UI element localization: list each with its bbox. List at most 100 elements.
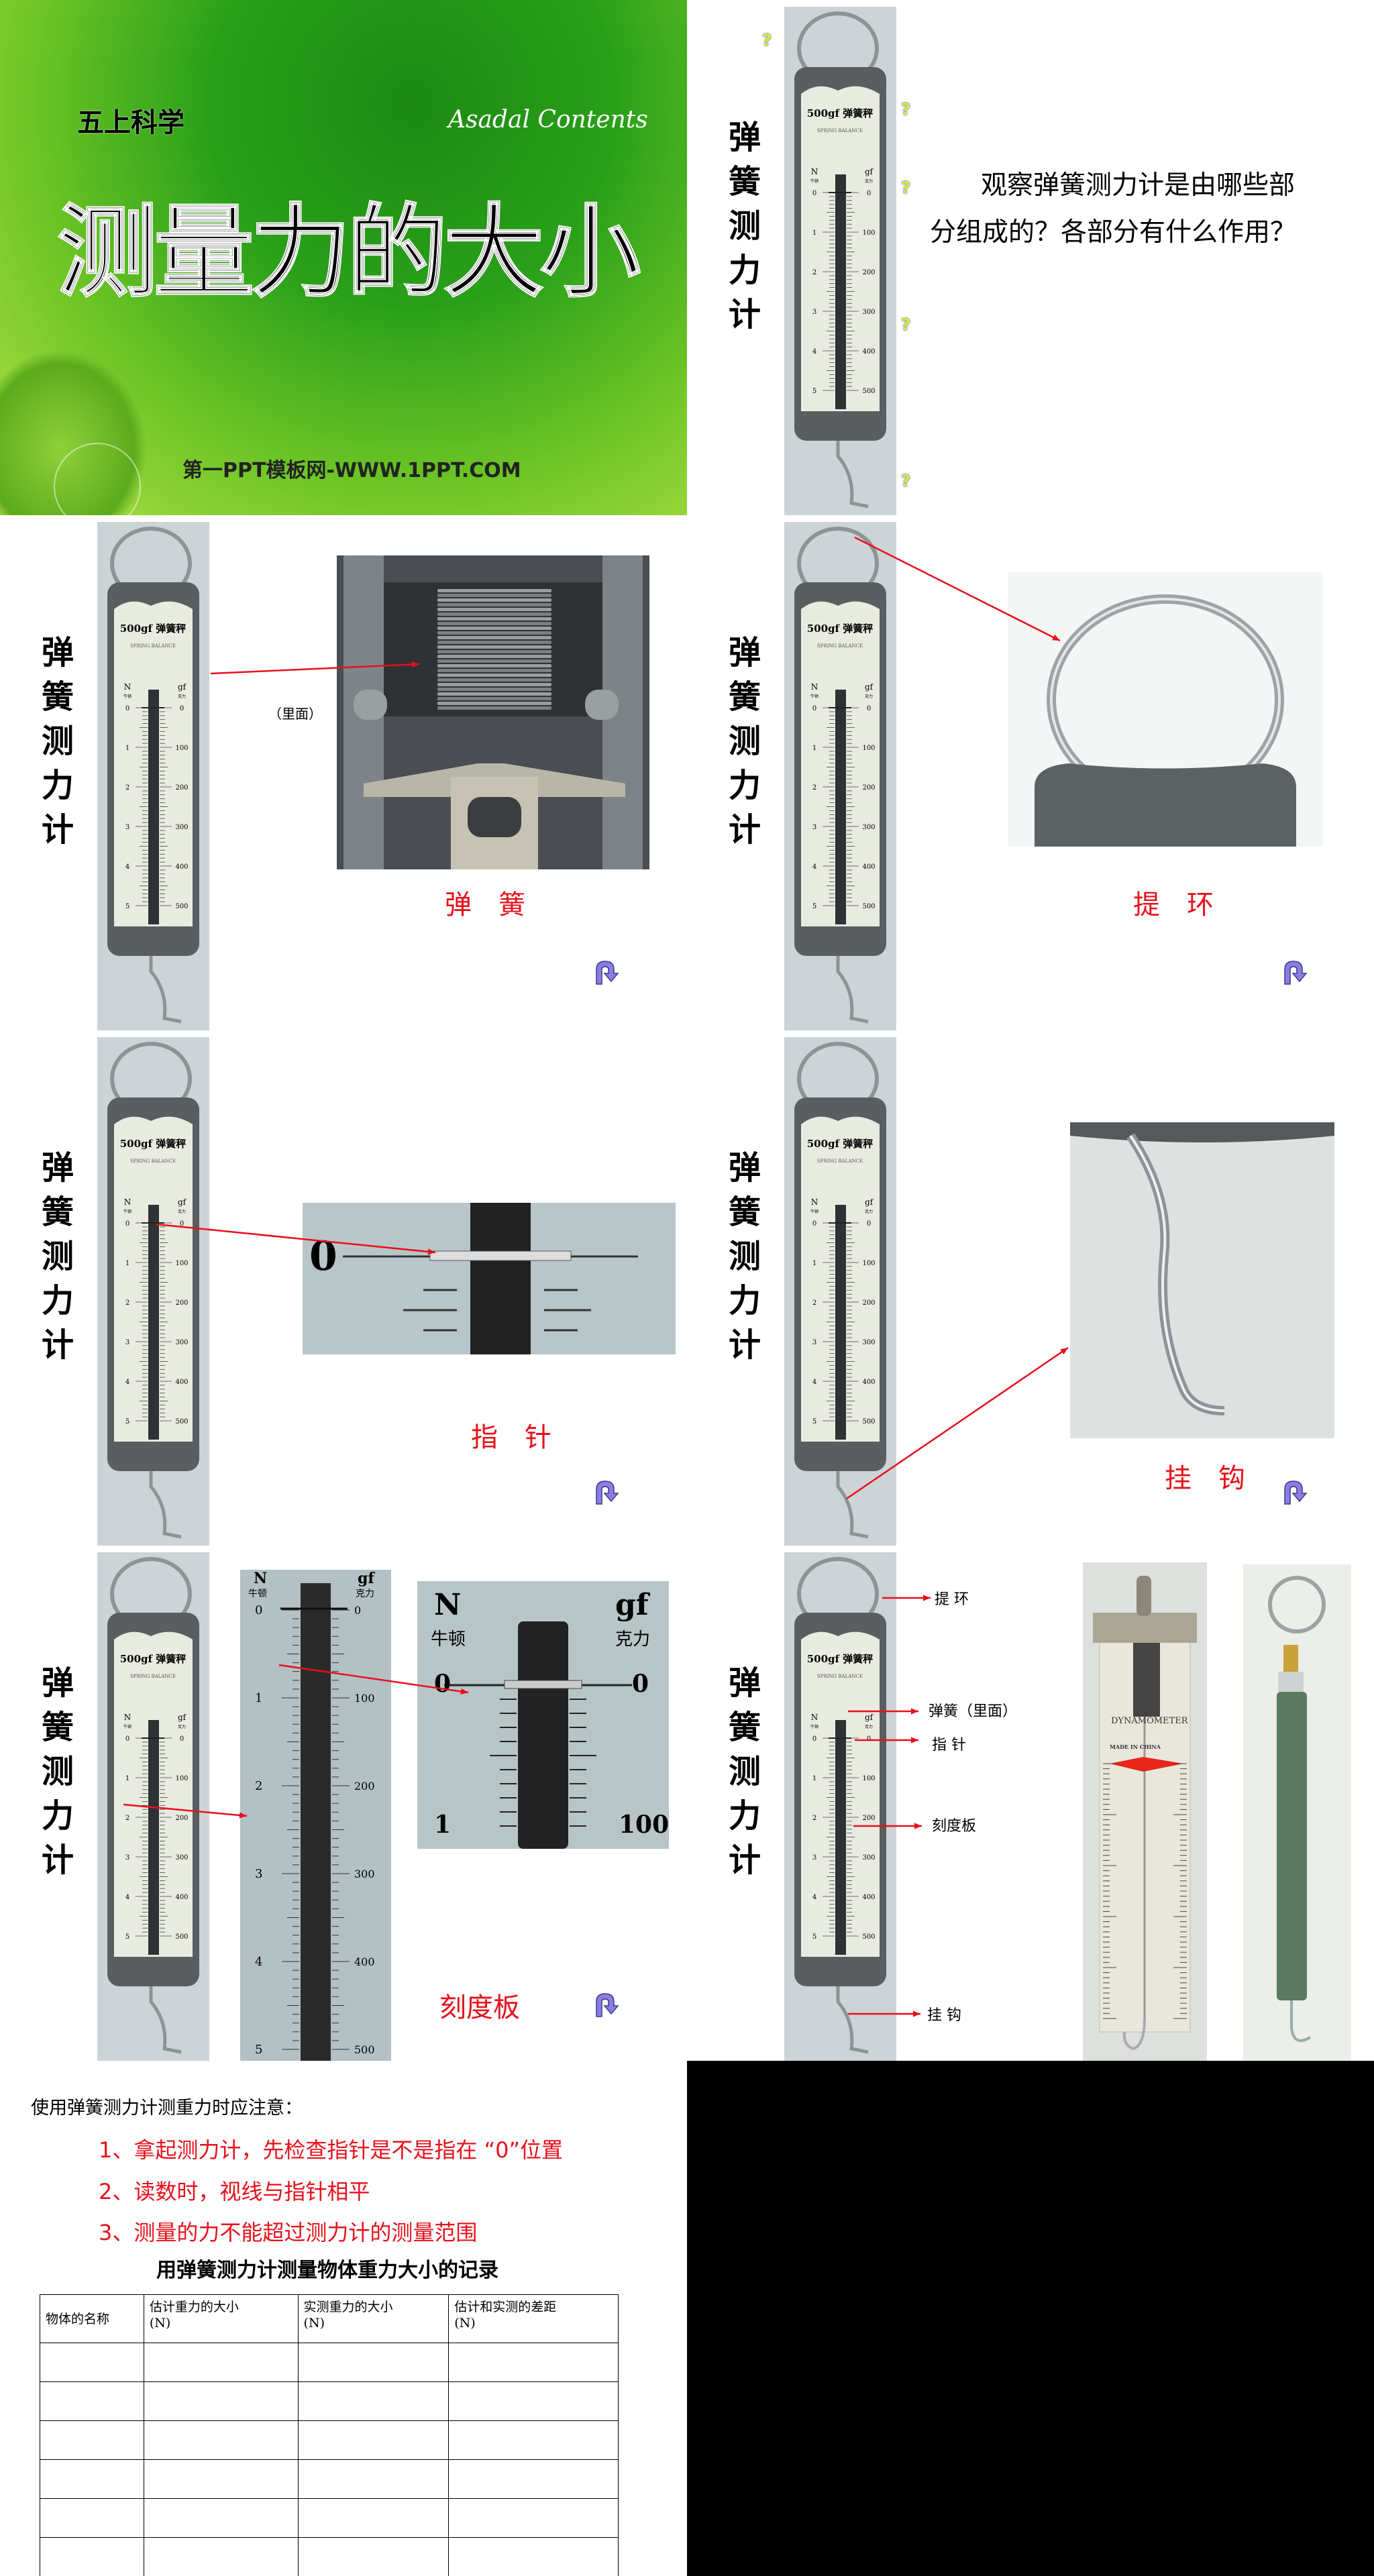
side-label: 弹簧测力计 bbox=[728, 1149, 761, 1364]
table-cell[interactable] bbox=[143, 2537, 299, 2576]
table-cell[interactable] bbox=[448, 2537, 619, 2576]
svg-text:0: 0 bbox=[867, 1220, 871, 1228]
table-cell[interactable] bbox=[448, 2498, 619, 2538]
table-cell[interactable] bbox=[143, 2343, 299, 2382]
svg-text:1: 1 bbox=[812, 745, 816, 752]
table-row bbox=[40, 2343, 619, 2382]
table-cell[interactable] bbox=[448, 2343, 619, 2382]
hook-part bbox=[836, 1471, 869, 1539]
table-header-cell: 估计重力的大小(N) bbox=[143, 2294, 299, 2343]
side-label: 弹簧测力计 bbox=[728, 1664, 761, 1879]
svg-text:gf: gf bbox=[358, 1570, 375, 1587]
ring-closeup-photo bbox=[1008, 572, 1323, 847]
svg-text:5: 5 bbox=[125, 1933, 129, 1941]
svg-text:2: 2 bbox=[812, 269, 816, 276]
part-label-hook: 挂 钩 bbox=[927, 2007, 961, 2024]
svg-text:1: 1 bbox=[812, 229, 816, 237]
svg-text:300: 300 bbox=[862, 1854, 875, 1862]
svg-text:4: 4 bbox=[255, 1955, 262, 1969]
note-item-1: 1、拿起测力计，先检查指针是不是指在 “0”位置 bbox=[99, 2137, 564, 2163]
svg-text:0: 0 bbox=[180, 1220, 184, 1228]
svg-text:3: 3 bbox=[255, 1867, 262, 1881]
hook-part bbox=[149, 1471, 182, 1539]
table-cell[interactable] bbox=[40, 2381, 144, 2421]
svg-text:0: 0 bbox=[867, 1735, 871, 1743]
table-cell[interactable] bbox=[297, 2459, 450, 2499]
svg-text:2: 2 bbox=[812, 1815, 816, 1822]
svg-text:克力: 克力 bbox=[356, 1589, 374, 1599]
svg-text:N: N bbox=[124, 1713, 131, 1722]
svg-text:100: 100 bbox=[175, 1260, 188, 1267]
svg-text:400: 400 bbox=[354, 1955, 375, 1968]
question-mark-icon[interactable]: ? bbox=[901, 472, 910, 490]
svg-text:gf: gf bbox=[178, 1713, 187, 1722]
redo-icon[interactable] bbox=[1278, 957, 1309, 988]
question-mark-icon[interactable]: ? bbox=[901, 100, 910, 119]
svg-text:100: 100 bbox=[619, 1811, 669, 1839]
inside-note: （里面） bbox=[268, 706, 322, 722]
table-cell[interactable] bbox=[297, 2381, 450, 2421]
redo-icon[interactable] bbox=[590, 1477, 621, 1508]
svg-text:100: 100 bbox=[862, 1260, 875, 1267]
svg-text:100: 100 bbox=[175, 745, 188, 752]
redo-icon[interactable] bbox=[1278, 1477, 1309, 1508]
table-cell[interactable] bbox=[40, 2498, 144, 2538]
bubble-decoration bbox=[54, 443, 141, 515]
svg-text:0: 0 bbox=[812, 1220, 816, 1228]
table-cell[interactable] bbox=[297, 2498, 450, 2538]
svg-text:4: 4 bbox=[125, 863, 129, 871]
svg-text:N: N bbox=[254, 1570, 267, 1587]
svg-text:0: 0 bbox=[354, 1604, 361, 1617]
table-header-row: 物体的名称估计重力的大小(N)实测重力的大小(N)估计和实测的差距(N) bbox=[40, 2294, 619, 2343]
table-cell[interactable] bbox=[40, 2343, 144, 2382]
table-cell[interactable] bbox=[40, 2459, 144, 2499]
record-table: 物体的名称估计重力的大小(N)实测重力的大小(N)估计和实测的差距(N) bbox=[40, 2294, 619, 2576]
table-cell[interactable] bbox=[143, 2381, 299, 2421]
photo-zero-label: 0 bbox=[309, 1233, 337, 1280]
svg-text:500gf 弹簧秤: 500gf 弹簧秤 bbox=[120, 1138, 186, 1150]
svg-text:500gf 弹簧秤: 500gf 弹簧秤 bbox=[120, 1653, 186, 1665]
table-cell[interactable] bbox=[143, 2420, 299, 2460]
svg-text:1: 1 bbox=[434, 1811, 451, 1839]
table-cell[interactable] bbox=[297, 2537, 450, 2576]
table-cell[interactable] bbox=[143, 2459, 299, 2499]
table-header-cell: 物体的名称 bbox=[40, 2294, 144, 2343]
table-cell[interactable] bbox=[448, 2381, 619, 2421]
table-cell[interactable] bbox=[297, 2343, 450, 2382]
redo-icon[interactable] bbox=[590, 957, 621, 988]
table-row bbox=[40, 2381, 619, 2421]
svg-text:gf: gf bbox=[865, 1197, 874, 1207]
question-mark-icon[interactable]: ? bbox=[762, 31, 772, 50]
svg-text:牛顿: 牛顿 bbox=[123, 1209, 131, 1214]
svg-text:500: 500 bbox=[175, 1933, 188, 1941]
table-cell[interactable] bbox=[448, 2420, 619, 2460]
svg-text:100: 100 bbox=[354, 1692, 375, 1705]
svg-text:0: 0 bbox=[125, 1735, 129, 1743]
table-cell[interactable] bbox=[40, 2537, 144, 2576]
spring-closeup-photo bbox=[337, 555, 649, 869]
table-cell[interactable] bbox=[297, 2420, 450, 2460]
svg-text:4: 4 bbox=[812, 1894, 816, 1901]
table-cell[interactable] bbox=[143, 2498, 299, 2538]
svg-text:3: 3 bbox=[812, 309, 816, 316]
pointer-caption: 指 针 bbox=[471, 1422, 551, 1453]
table-header-cell: 实测重力的大小(N) bbox=[297, 2294, 450, 2343]
svg-text:500gf 弹簧秤: 500gf 弹簧秤 bbox=[807, 1138, 873, 1150]
svg-text:牛顿: 牛顿 bbox=[431, 1629, 466, 1650]
table-cell[interactable] bbox=[448, 2459, 619, 2499]
svg-text:牛顿: 牛顿 bbox=[248, 1589, 267, 1599]
svg-text:SPRING BALANCE: SPRING BALANCE bbox=[130, 1674, 176, 1679]
question-mark-icon[interactable]: ? bbox=[901, 315, 910, 334]
redo-icon[interactable] bbox=[590, 1990, 621, 2021]
svg-text:gf: gf bbox=[615, 1588, 651, 1622]
question-mark-icon[interactable]: ? bbox=[901, 178, 910, 197]
table-cell[interactable] bbox=[40, 2420, 144, 2460]
svg-text:300: 300 bbox=[354, 1868, 375, 1880]
svg-text:500: 500 bbox=[354, 2043, 375, 2056]
svg-text:N: N bbox=[811, 167, 818, 176]
hook-part bbox=[836, 1986, 869, 2054]
